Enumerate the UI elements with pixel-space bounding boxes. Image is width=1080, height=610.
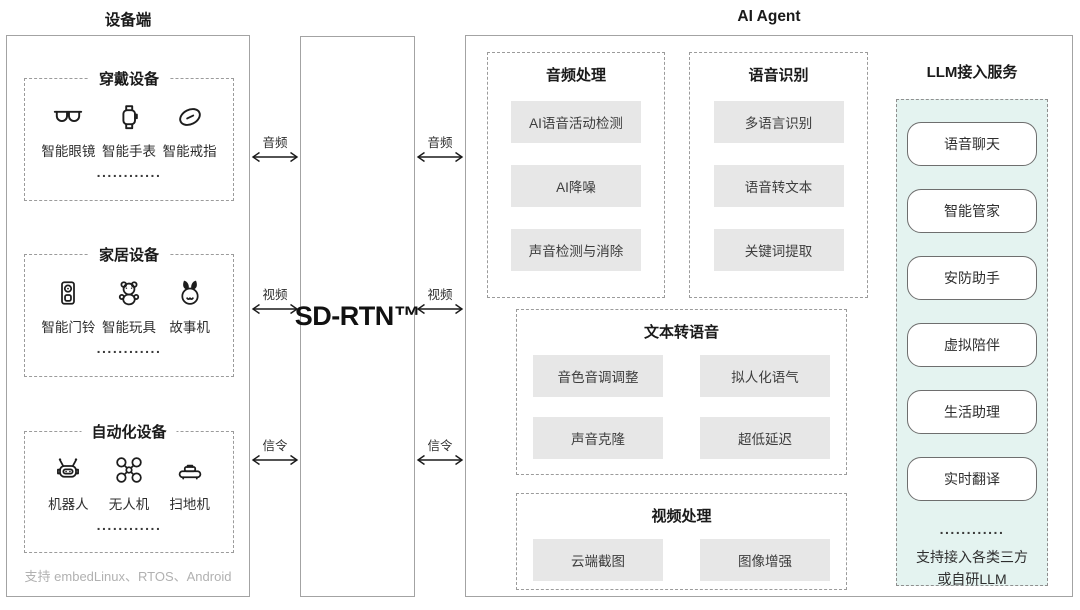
signaling-link-left: 信令 bbox=[250, 439, 300, 467]
sd-rtn-label: SD-RTN™ bbox=[294, 301, 421, 331]
device-item-smart-watch: 智能手表 bbox=[99, 101, 160, 160]
device-item-label: 智能戒指 bbox=[162, 144, 217, 159]
group-title-wearable: 穿戴设备 bbox=[88, 68, 170, 89]
llm-pill: 语音聊天 bbox=[907, 122, 1037, 166]
device-item-label: 智能门铃 bbox=[41, 320, 96, 335]
signaling-link-label: 信令 bbox=[427, 439, 453, 453]
device-group-home: 家居设备 智能门铃 bbox=[24, 244, 234, 377]
device-os-support-note: 支持 embedLinux、RTOS、Android bbox=[24, 569, 232, 584]
llm-service-box: 语音聊天 智能管家 安防助手 虚拟陪伴 生活助理 实时翻译 ..........… bbox=[896, 99, 1048, 587]
video-link-left: 视频 bbox=[250, 288, 300, 316]
group-title-home: 家居设备 bbox=[88, 244, 170, 265]
section-title: 语音识别 bbox=[748, 67, 809, 84]
signaling-link-label: 信令 bbox=[262, 439, 288, 453]
video-link-label: 视频 bbox=[262, 288, 288, 302]
section-speech-recognition: 语音识别 多语言识别 语音转文本 关键词提取 bbox=[689, 52, 868, 298]
teddy-bear-icon bbox=[113, 277, 145, 309]
bunny-icon bbox=[174, 277, 206, 309]
double-arrow-icon bbox=[251, 454, 299, 466]
llm-pill: 虚拟陪伴 bbox=[907, 323, 1037, 367]
llm-pill: 实时翻译 bbox=[907, 457, 1037, 501]
device-item-robot: 机器人 bbox=[38, 454, 99, 513]
ai-agent-panel: 音频处理 AI语音活动检测 AI降噪 声音检测与消除 语音识别 多语言识别 语音… bbox=[465, 35, 1073, 597]
video-link-label: 视频 bbox=[427, 288, 453, 302]
section-audio-processing: 音频处理 AI语音活动检测 AI降噪 声音检测与消除 bbox=[487, 52, 665, 298]
device-item-drone: 无人机 bbox=[99, 454, 160, 513]
feature-chip: 多语言识别 bbox=[713, 101, 844, 143]
device-item-label: 故事机 bbox=[169, 320, 210, 335]
section-title: 视频处理 bbox=[651, 508, 712, 525]
feature-chip: 关键词提取 bbox=[713, 229, 844, 271]
device-item-label: 智能玩具 bbox=[102, 320, 156, 335]
double-arrow-icon bbox=[251, 303, 299, 315]
device-group-wearable: 穿戴设备 智能眼镜 bbox=[24, 68, 234, 201]
glasses-icon bbox=[52, 101, 84, 133]
llm-pill: 生活助理 bbox=[907, 390, 1037, 434]
section-title: 音频处理 bbox=[545, 67, 606, 84]
device-item-story-machine: 故事机 bbox=[159, 277, 220, 336]
double-arrow-icon bbox=[416, 454, 464, 466]
llm-pill: 安防助手 bbox=[907, 256, 1037, 300]
feature-chip: 音色音调调整 bbox=[533, 355, 663, 397]
video-link-right: 视频 bbox=[415, 288, 465, 316]
double-arrow-icon bbox=[416, 303, 464, 315]
automation-items: 机器人 无人机 bbox=[25, 432, 233, 513]
device-panel-title: 设备端 bbox=[104, 12, 152, 29]
ellipsis-dots: ............ bbox=[96, 517, 162, 533]
section-video-processing: 视频处理 云端截图 图像增强 bbox=[516, 493, 847, 590]
group-title-automation: 自动化设备 bbox=[81, 421, 177, 442]
feature-chip: 拟人化语气 bbox=[700, 355, 830, 397]
wearable-items: 智能眼镜 智能手表 bbox=[25, 79, 233, 160]
device-item-label: 智能眼镜 bbox=[41, 144, 96, 159]
device-item-label: 智能手表 bbox=[102, 144, 156, 159]
device-item-doorbell: 智能门铃 bbox=[38, 277, 99, 336]
device-item-smart-glasses: 智能眼镜 bbox=[38, 101, 99, 160]
ellipsis-dots: ............ bbox=[96, 164, 162, 180]
feature-chip: 语音转文本 bbox=[713, 165, 844, 207]
device-item-label: 机器人 bbox=[48, 497, 89, 512]
double-arrow-icon bbox=[416, 151, 464, 163]
audio-link-label: 音频 bbox=[427, 136, 453, 150]
device-item-label: 无人机 bbox=[108, 497, 150, 512]
feature-chip: 声音检测与消除 bbox=[511, 229, 641, 271]
robot-icon bbox=[52, 454, 84, 486]
feature-chip: 超低延迟 bbox=[700, 417, 830, 459]
llm-service-title: LLM接入服务 bbox=[926, 64, 1018, 81]
llm-note-line1: 支持接入各类三方 bbox=[916, 549, 1028, 565]
feature-chip: 图像增强 bbox=[700, 539, 830, 581]
signaling-link-right: 信令 bbox=[415, 439, 465, 467]
llm-note: 支持接入各类三方 或自研LLM bbox=[916, 546, 1028, 590]
audio-link-left: 音频 bbox=[250, 136, 300, 164]
feature-chip: AI降噪 bbox=[511, 165, 641, 207]
ring-icon bbox=[174, 101, 206, 133]
device-item-label: 扫地机 bbox=[169, 497, 210, 512]
feature-chip: 声音克隆 bbox=[533, 417, 663, 459]
home-items: 智能门铃 bbox=[25, 255, 233, 336]
agent-panel-title: AI Agent bbox=[737, 8, 801, 25]
drone-icon bbox=[113, 454, 145, 486]
device-item-vacuum: 扫地机 bbox=[159, 454, 220, 513]
audio-link-label: 音频 bbox=[262, 136, 288, 150]
section-title: 文本转语音 bbox=[643, 324, 719, 341]
device-item-smart-ring: 智能戒指 bbox=[159, 101, 220, 160]
ellipsis-dots: ............ bbox=[96, 340, 162, 356]
sd-rtn-box: SD-RTN™ bbox=[295, 36, 421, 597]
device-group-automation: 自动化设备 bbox=[24, 421, 234, 553]
audio-link-right: 音频 bbox=[415, 136, 465, 164]
llm-pill: 智能管家 bbox=[907, 189, 1037, 233]
section-text-to-speech: 文本转语音 音色音调调整 拟人化语气 声音克隆 超低延迟 bbox=[516, 309, 847, 475]
vacuum-icon bbox=[174, 454, 206, 486]
double-arrow-icon bbox=[251, 151, 299, 163]
feature-chip: AI语音活动检测 bbox=[511, 101, 641, 143]
device-item-smart-toy: 智能玩具 bbox=[99, 277, 160, 336]
feature-chip: 云端截图 bbox=[533, 539, 663, 581]
doorbell-icon bbox=[52, 277, 84, 309]
llm-note-line2: 或自研LLM bbox=[937, 571, 1007, 587]
ellipsis-dots: ............ bbox=[939, 521, 1005, 537]
device-panel: 穿戴设备 智能眼镜 bbox=[6, 35, 250, 597]
watch-icon bbox=[113, 101, 145, 133]
